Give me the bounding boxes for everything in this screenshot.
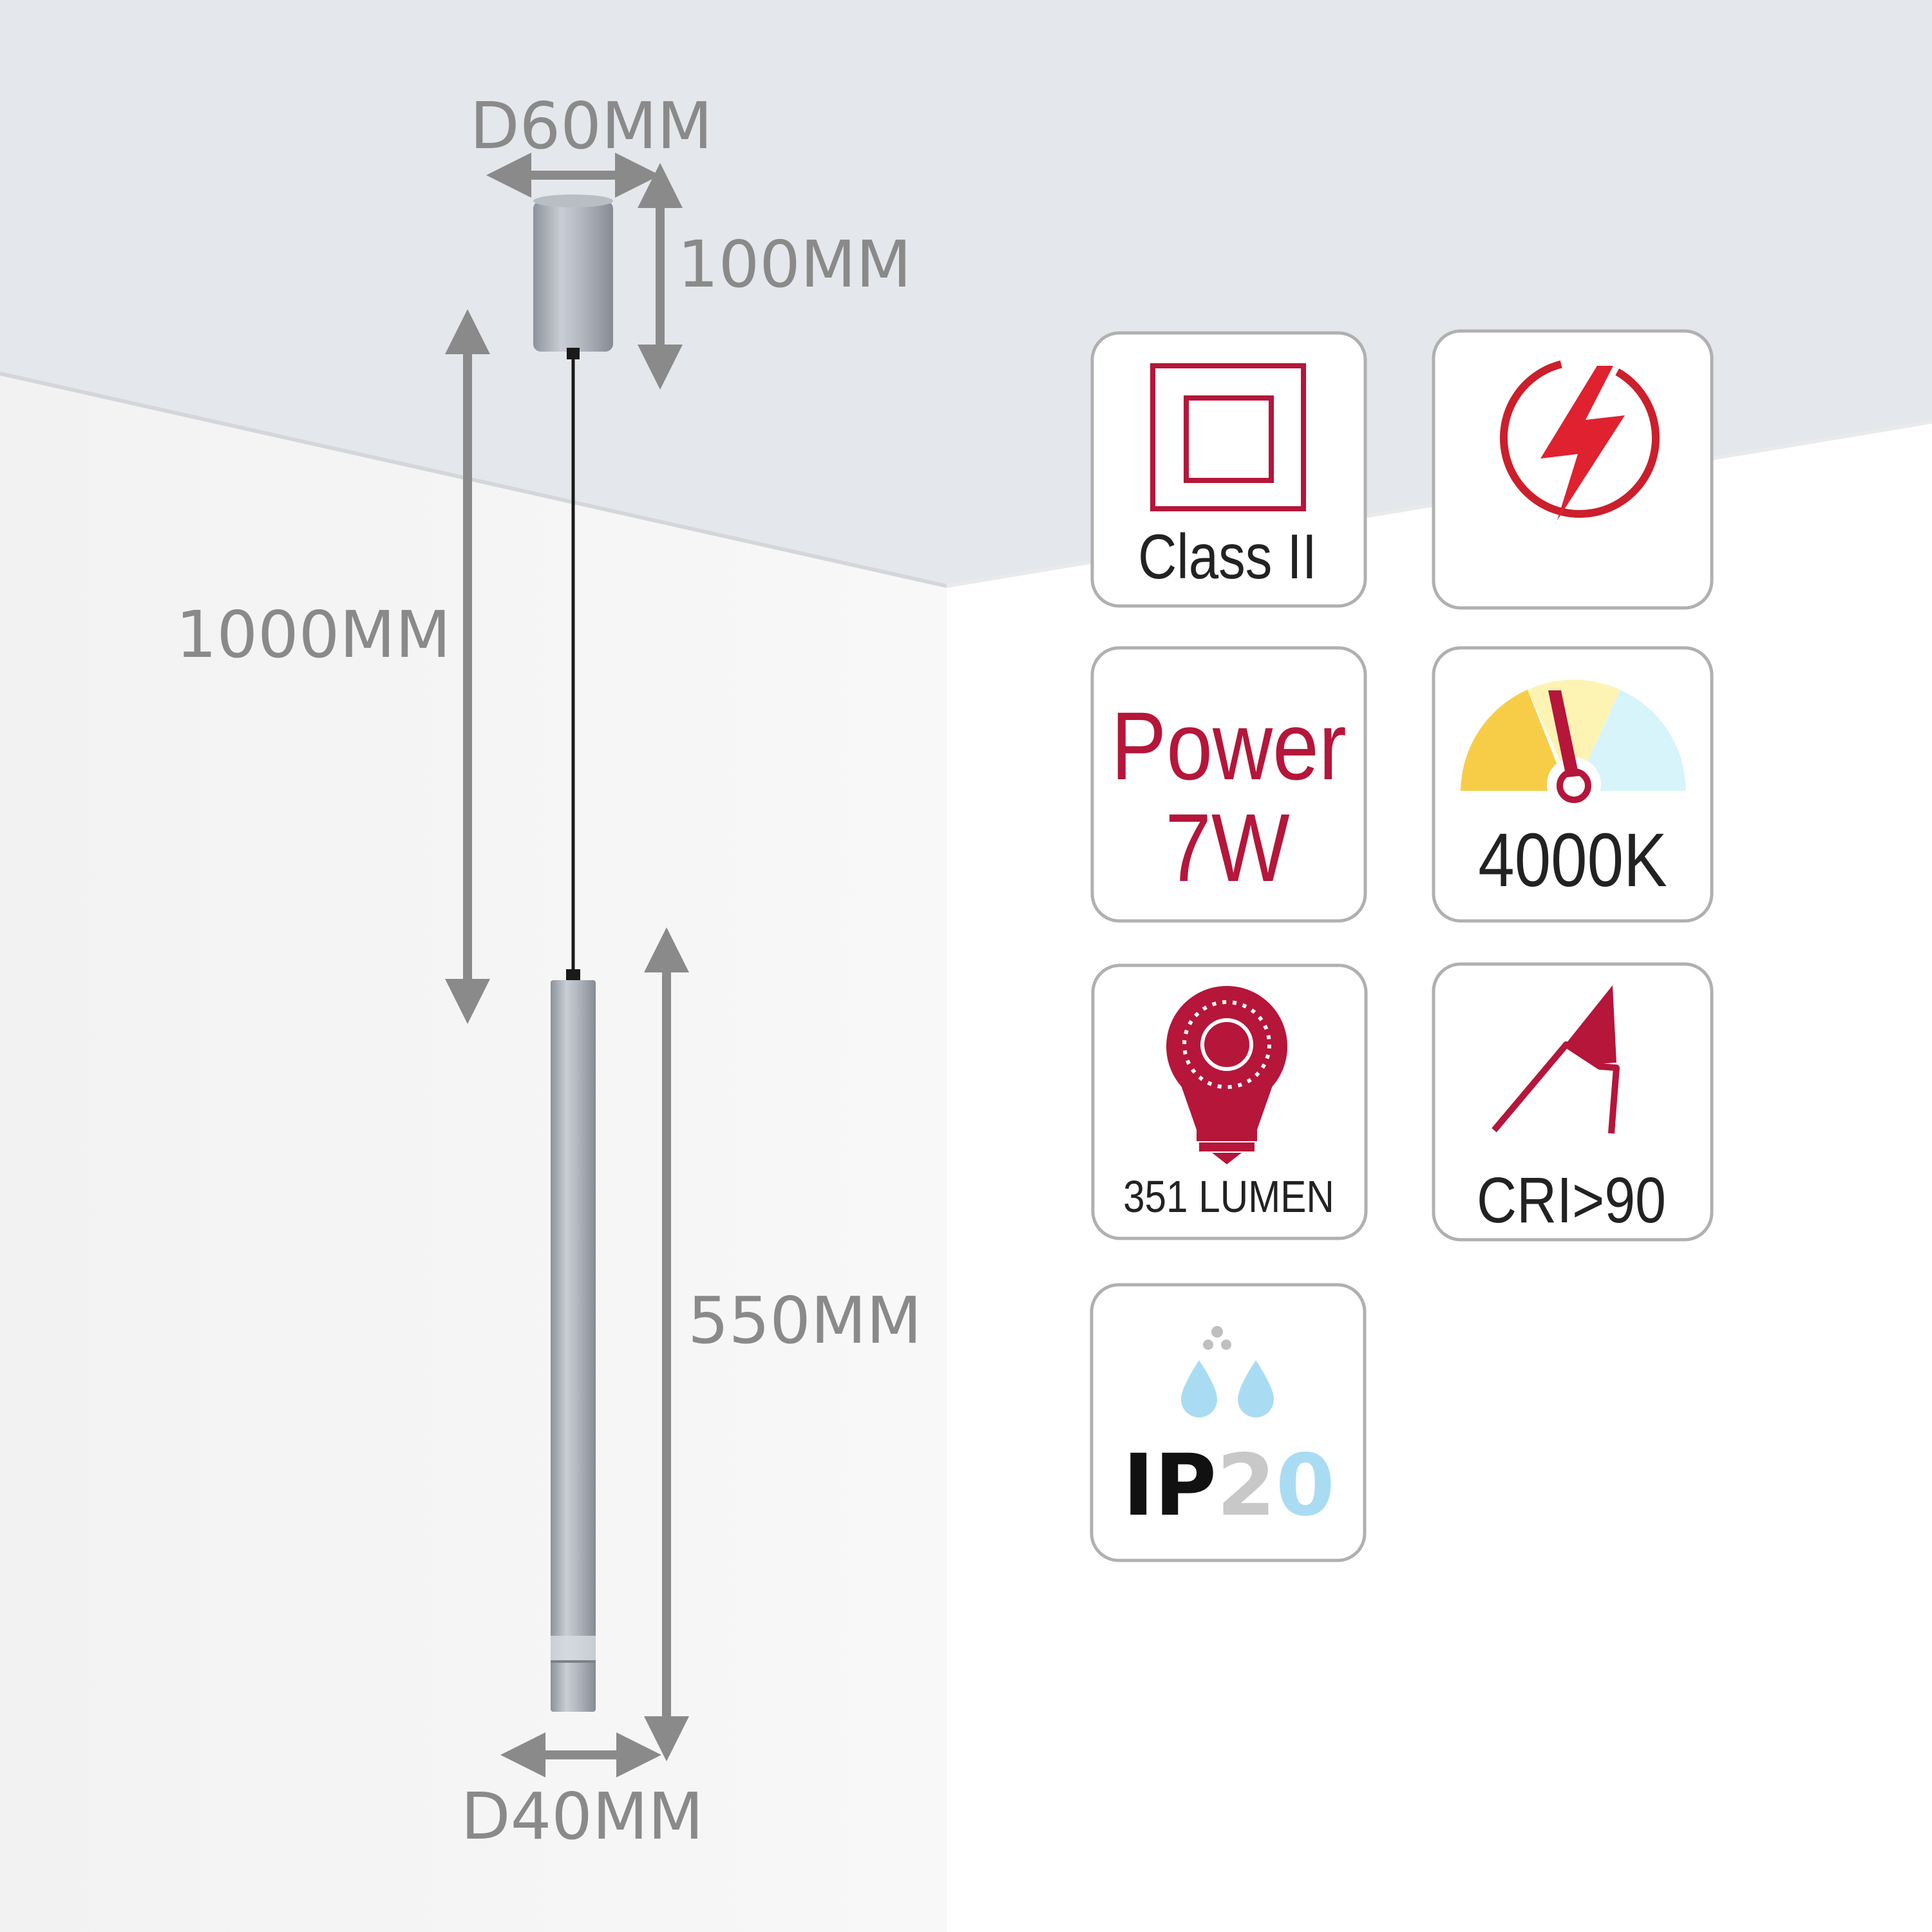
- lumen-label: 351 LUMEN: [1123, 1171, 1334, 1222]
- cable-length-label: 1000MM: [176, 597, 451, 672]
- power-title: Power: [1111, 692, 1347, 800]
- left-wall: [0, 374, 947, 1932]
- ceiling-canopy: [533, 201, 613, 352]
- color-temperature-label: 4000K: [1478, 818, 1667, 903]
- color-temperature-card: 4000K: [1432, 646, 1714, 923]
- body-length-label: 550MM: [688, 1283, 922, 1358]
- water-drops-icon: [1181, 1326, 1274, 1417]
- body-diameter-label: D40MM: [461, 1779, 704, 1854]
- lightning-circle-icon: [1500, 358, 1660, 520]
- double-insulation-icon: [1150, 363, 1306, 511]
- ip-rating-card: IP20: [1090, 1283, 1367, 1562]
- ip-second-digit: 0: [1276, 1436, 1335, 1535]
- cri-label: CRI>90: [1477, 1164, 1666, 1236]
- color-temperature-gauge-icon: [1461, 679, 1686, 811]
- class-ii-card: Class II: [1090, 331, 1367, 608]
- pendant-lamp: [533, 194, 613, 1712]
- ip-prefix: IP: [1122, 1436, 1217, 1535]
- class-ii-label: Class II: [1138, 522, 1317, 592]
- electric-card: [1432, 329, 1714, 610]
- lumen-card: 351 LUMEN: [1091, 963, 1368, 1240]
- lamp-body: [551, 980, 596, 1712]
- ip-first-digit: 2: [1217, 1436, 1276, 1535]
- power-card: Power 7W: [1090, 646, 1367, 923]
- spec-cards: Class II Power 7W: [1090, 329, 1714, 1562]
- cri-prism-icon: [1492, 985, 1620, 1134]
- ip-rating-label: IP20: [1122, 1436, 1335, 1535]
- canopy-diameter-label: D60MM: [470, 88, 713, 164]
- power-value: 7W: [1165, 793, 1289, 902]
- dimension-markers: D60MM 100MM 1000MM 550MM D40MM: [176, 88, 922, 1854]
- cri-card: CRI>90: [1432, 962, 1714, 1242]
- canopy-height-label: 100MM: [677, 227, 911, 302]
- lumen-bulb-icon: [1166, 986, 1287, 1164]
